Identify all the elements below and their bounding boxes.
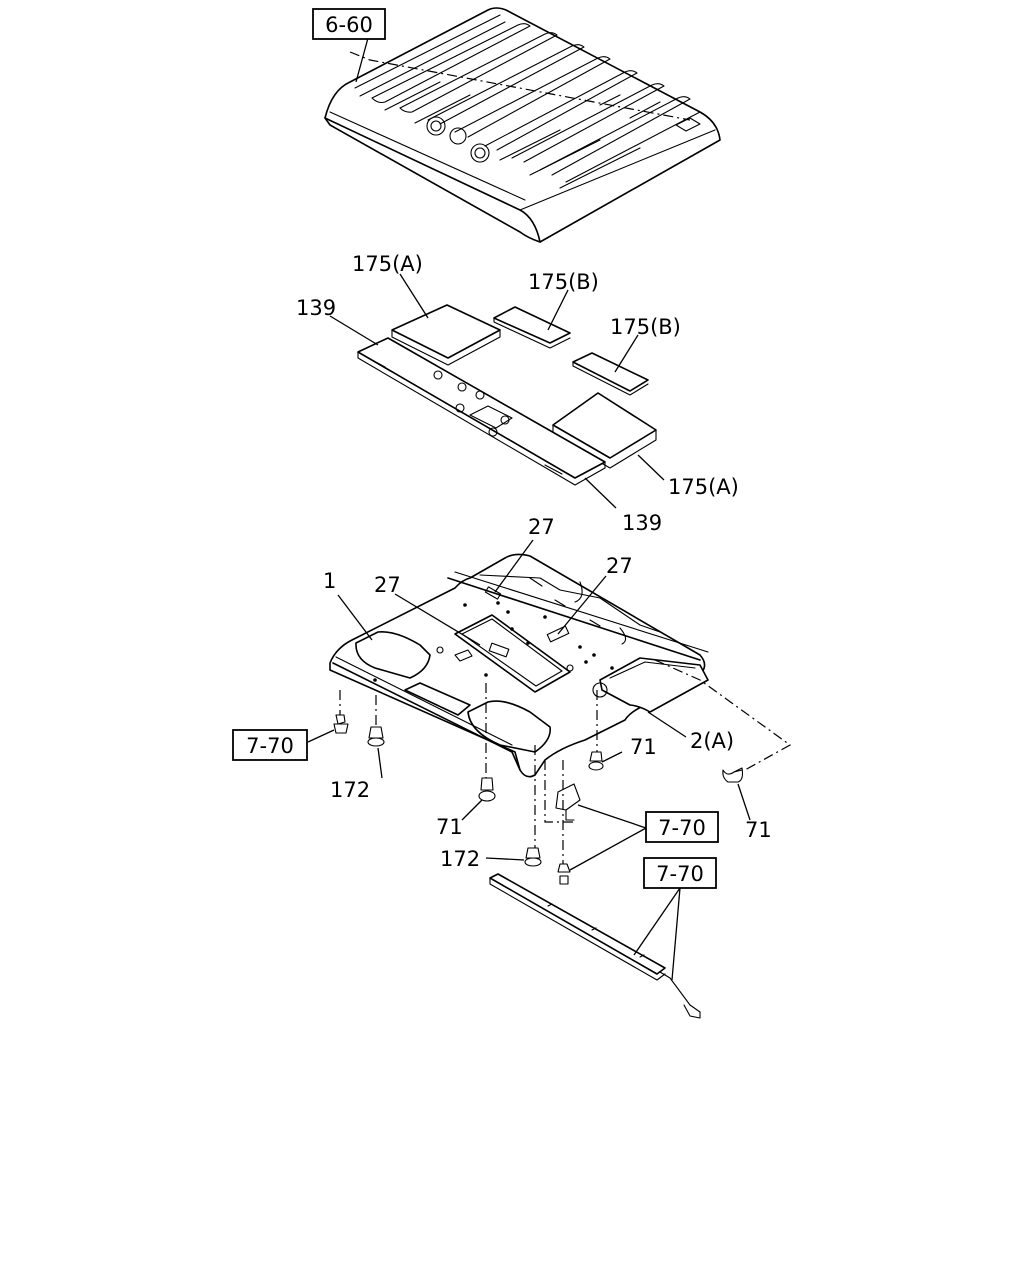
leader-lines: [307, 37, 751, 981]
reference-box-mid[interactable]: 7-70: [645, 811, 719, 843]
reference-label: 7-70: [246, 734, 294, 758]
callout-175b: 175(B): [528, 270, 599, 294]
callout-27: 27: [606, 554, 633, 578]
callout-27: 27: [374, 573, 401, 597]
callout-27: 27: [528, 515, 555, 539]
reference-label: 6-60: [325, 13, 373, 37]
callout-172: 172: [440, 847, 480, 871]
callout-71: 71: [745, 818, 772, 842]
callout-172: 172: [330, 778, 370, 802]
roof-panel: [324, 7, 721, 243]
callout-71: 71: [630, 735, 657, 759]
reference-box-top[interactable]: 6-60: [312, 8, 386, 40]
callout-1: 1: [323, 569, 336, 593]
part-callouts: 175(A) 175(B) 175(B) 139 175(A) 139 27 2…: [296, 252, 772, 871]
clips-and-screws: [333, 714, 744, 885]
reference-box-low[interactable]: 7-70: [643, 857, 717, 889]
callout-71: 71: [436, 815, 463, 839]
reference-label: 7-70: [658, 816, 706, 840]
reference-box-left[interactable]: 7-70: [232, 729, 308, 761]
callout-175b: 175(B): [610, 315, 681, 339]
callout-2a: 2(A): [690, 729, 734, 753]
insulation-pads: [357, 304, 657, 486]
callout-175a: 175(A): [352, 252, 423, 276]
callout-175a: 175(A): [668, 475, 739, 499]
callout-139: 139: [622, 511, 662, 535]
alignment-lines: [339, 659, 792, 864]
reference-label: 7-70: [656, 862, 704, 886]
trim-strip: [489, 873, 701, 1019]
callout-139: 139: [296, 296, 336, 320]
